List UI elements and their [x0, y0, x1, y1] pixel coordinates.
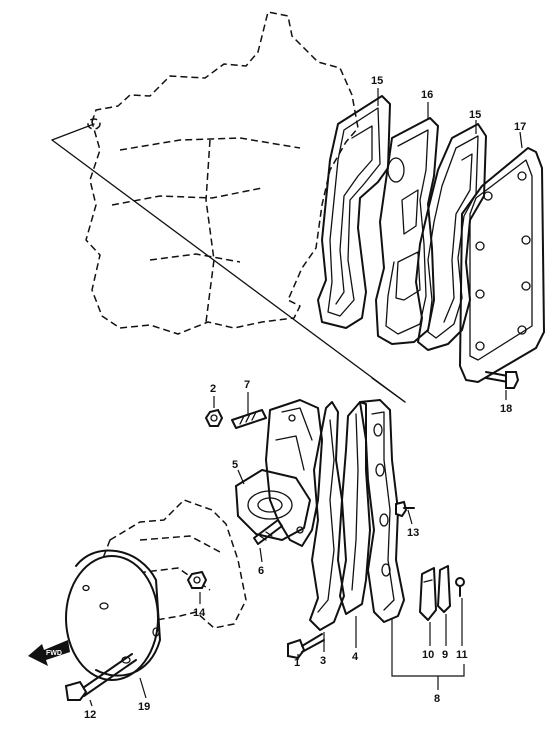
reference-line-right [371, 377, 406, 403]
callout-16: 16 [421, 89, 433, 101]
callout-4: 4 [352, 651, 359, 663]
callout-6: 6 [258, 565, 264, 577]
callout-10: 10 [422, 649, 434, 661]
callout-18: 18 [500, 403, 512, 415]
screw-11-icon [455, 577, 465, 597]
leader-lines [89, 88, 523, 707]
reed-valve-9-icon [437, 565, 451, 613]
bolt-12-icon [64, 653, 137, 701]
plate-8 [359, 399, 405, 623]
gasket-15-left [317, 95, 391, 329]
nut-2-icon [204, 408, 224, 427]
callout-7: 7 [244, 379, 250, 391]
callouts: 15 16 15 17 18 2 7 5 6 14 13 1 3 4 10 9 … [84, 75, 526, 721]
callout-2: 2 [210, 383, 216, 395]
callout-9: 9 [442, 649, 448, 661]
fwd-arrow-icon: FWD [28, 640, 70, 666]
callout-15-right: 15 [469, 109, 481, 121]
bolt-1-icon [287, 633, 325, 660]
callout-17: 17 [514, 121, 526, 133]
callout-14: 14 [193, 607, 206, 619]
stud-7-icon [231, 409, 267, 429]
callout-5: 5 [232, 459, 238, 471]
nut-14-icon [186, 570, 208, 589]
engine-block-outline [85, 11, 359, 335]
bolt-13-icon [395, 500, 415, 518]
reed-valve-10-icon [419, 567, 437, 621]
callout-15-left: 15 [371, 75, 383, 87]
callout-11: 11 [456, 649, 468, 661]
reference-line [51, 139, 406, 403]
cover-19 [65, 549, 161, 681]
reference-line-upper [51, 123, 95, 141]
bolt-18-icon [485, 371, 520, 389]
gasket-3 [309, 401, 345, 631]
callout-19: 19 [138, 701, 150, 713]
pump-housing-5 [235, 399, 323, 547]
stud-6-icon [253, 519, 283, 545]
callout-8: 8 [434, 693, 440, 705]
callout-13: 13 [407, 527, 419, 539]
callout-3: 3 [320, 655, 326, 667]
plate-16 [375, 117, 439, 345]
callout-1: 1 [294, 657, 300, 669]
callout-12: 12 [84, 709, 96, 721]
cover-plate-17 [459, 147, 545, 383]
fwd-label: FWD [46, 650, 62, 657]
gasket-4 [339, 401, 371, 615]
